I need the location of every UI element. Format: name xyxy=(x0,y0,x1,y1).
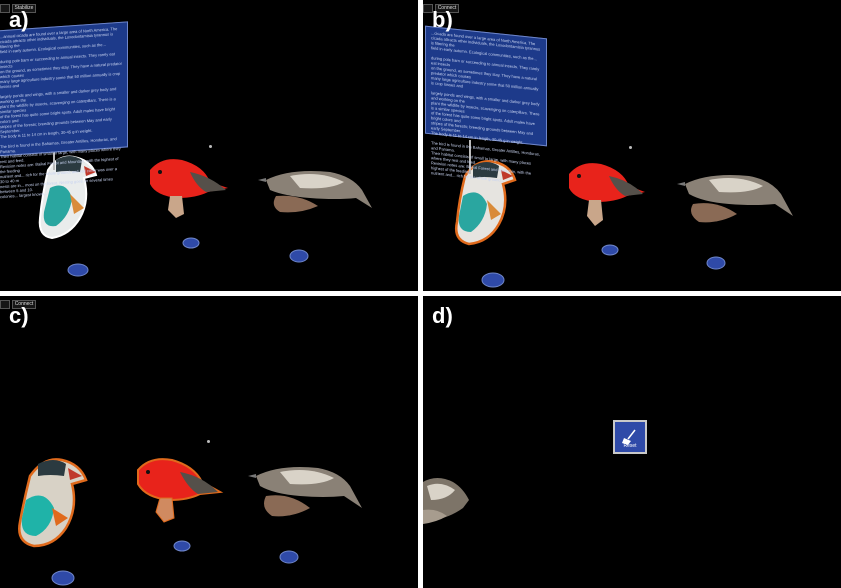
panel-a: ...annual cicada are found over a large … xyxy=(0,0,418,291)
woodpecker-bird[interactable] xyxy=(248,467,362,517)
red-bird[interactable] xyxy=(150,159,228,218)
red-bird[interactable] xyxy=(569,163,645,226)
cursor-dot xyxy=(207,440,210,443)
panel-label: a) xyxy=(9,7,29,32)
woodpecker-bird[interactable] xyxy=(258,171,372,213)
cursor-dot xyxy=(209,145,212,148)
toolbar-button[interactable]: Connect xyxy=(435,4,459,13)
kingfisher-bird[interactable] xyxy=(18,458,88,548)
floor-button-3[interactable] xyxy=(279,550,299,564)
kingfisher-bird[interactable] xyxy=(38,155,98,240)
floor-button-1[interactable] xyxy=(67,263,89,277)
floor-button-1[interactable] xyxy=(481,272,505,288)
toolbar-button[interactable]: Stabilize xyxy=(12,4,36,13)
reset-button-label: Reset xyxy=(623,443,637,449)
floor-button-2[interactable] xyxy=(601,244,619,256)
panel-b: ...cicada are found over a large area of… xyxy=(423,0,841,291)
red-bird[interactable] xyxy=(137,458,224,523)
panel-a-scene xyxy=(38,155,372,277)
toolbar-toggle[interactable] xyxy=(0,4,10,13)
woodpecker-bird-partial[interactable] xyxy=(423,478,469,524)
panel-c: Connect c) xyxy=(0,296,418,588)
broom-icon xyxy=(622,429,636,445)
floor-button-3[interactable] xyxy=(289,249,309,263)
info-panel-text: ...annual cicada are found over a large … xyxy=(0,26,122,200)
info-panel[interactable]: ...cicada are found over a large area of… xyxy=(425,25,547,183)
info-panel-text: ...cicada are found over a large area of… xyxy=(431,30,541,183)
floor-button-1[interactable] xyxy=(51,570,75,586)
floor-button-2[interactable] xyxy=(182,237,200,249)
kingfisher-bird[interactable] xyxy=(455,160,517,246)
panel-label: d) xyxy=(432,303,453,328)
info-panel-stand xyxy=(469,140,471,174)
panel-label: c) xyxy=(9,303,29,328)
toolbar-button[interactable]: Connect xyxy=(12,300,36,309)
panel-b-scene xyxy=(455,160,793,288)
panel-d-scene xyxy=(423,478,469,524)
cursor-dot xyxy=(629,146,632,149)
info-panel[interactable]: ...annual cicada are found over a large … xyxy=(0,21,128,199)
panel-d: Reset d) xyxy=(423,296,841,588)
reset-button[interactable]: Reset xyxy=(613,420,647,454)
panel-label: b) xyxy=(432,7,453,32)
woodpecker-bird[interactable] xyxy=(677,175,793,223)
info-panel-stand xyxy=(53,148,55,170)
toolbar-toggle[interactable] xyxy=(423,4,433,13)
floor-button-2[interactable] xyxy=(173,540,191,552)
floor-button-3[interactable] xyxy=(706,256,726,270)
panel-c-scene xyxy=(18,458,362,586)
toolbar-toggle[interactable] xyxy=(0,300,10,309)
